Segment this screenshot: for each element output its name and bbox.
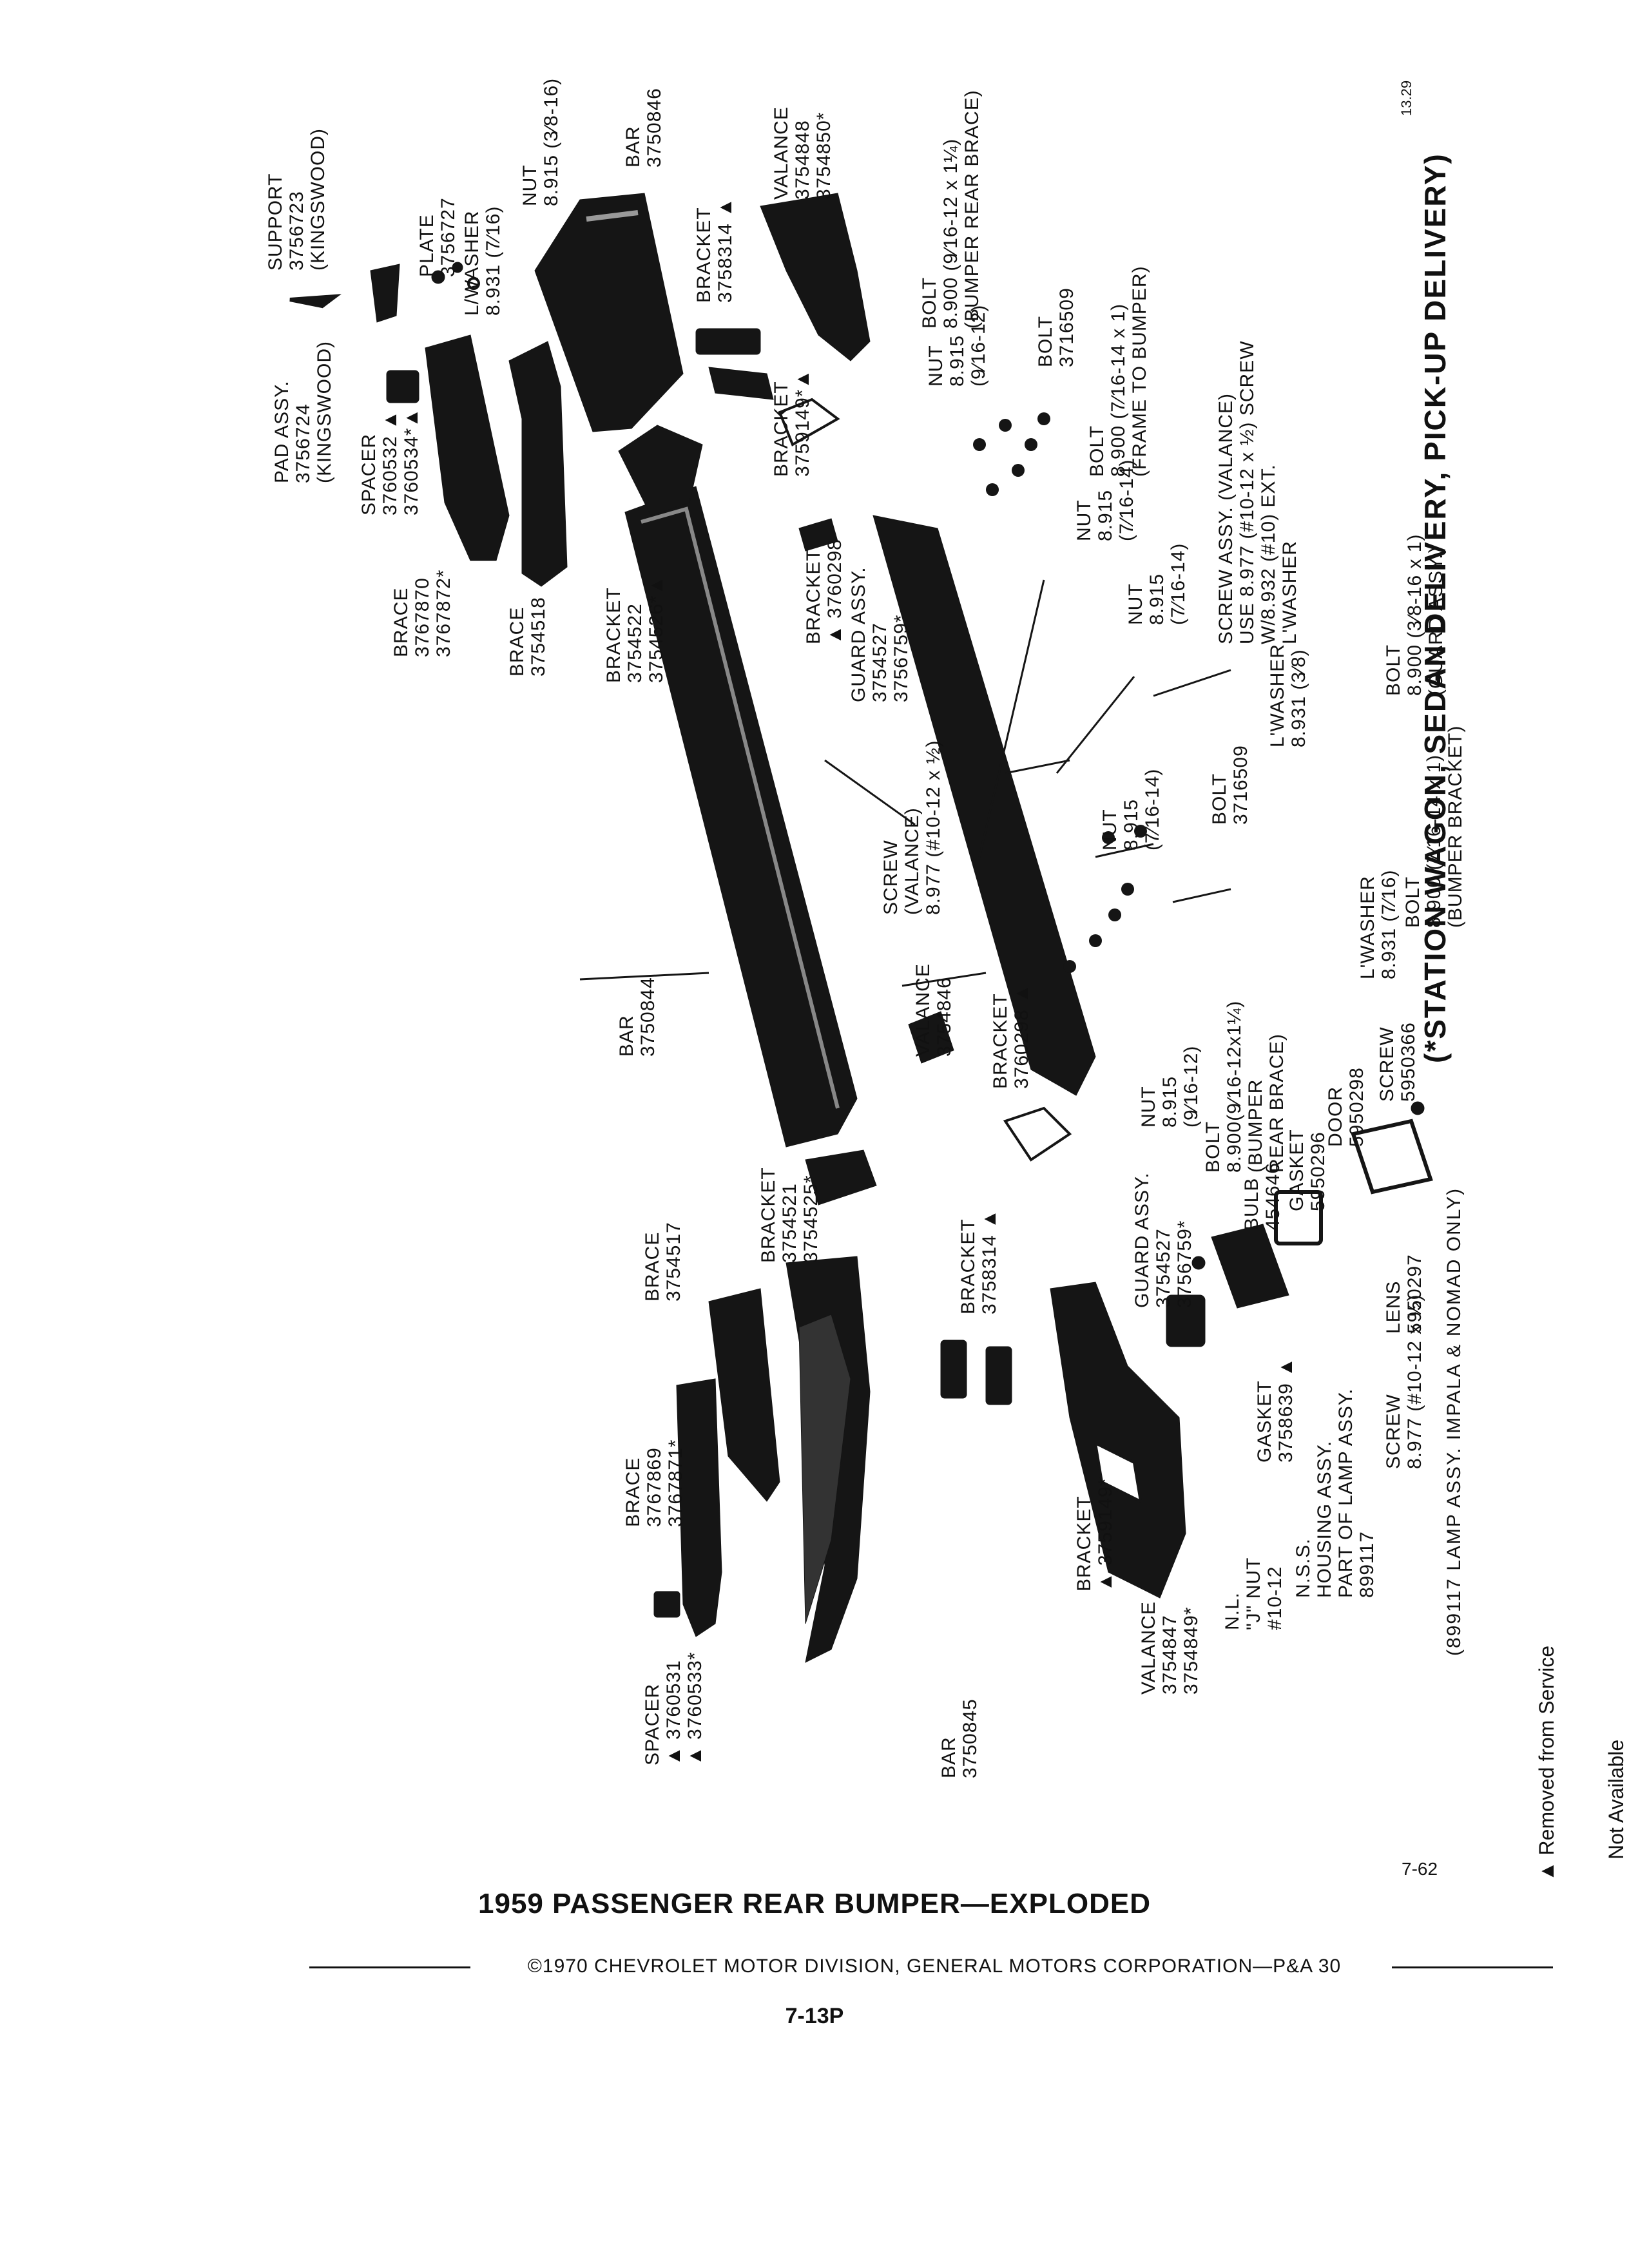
plate-3756727-shape [370,264,400,323]
label-screw-valance-a: SCREW(VALANCE)8.977 (#10-12 x ½) [880,740,944,916]
figure-number: 7-62 [1402,1859,1438,1879]
rule-right [1392,1966,1553,1968]
legend-removed: ▲ Removed from Service [1535,1646,1558,1881]
page-number: 7-13P [785,2004,844,2028]
valance-3754846-shape [872,515,1096,1096]
lamp-gasket-3758639-shape [1166,1294,1206,1347]
legend-not-available: Not Available [1605,1739,1628,1860]
bar-3750845-inner-shape [798,1314,851,1624]
bracket-3758314-lower-shape [940,1340,967,1399]
lamp-lens-shape [1351,1119,1433,1195]
bar-3750846-shape [534,193,684,432]
bracket-3760298-lower-shape [908,1011,954,1064]
valance-3754848-shape [760,193,871,361]
guard-assy-lower-shape [1003,1106,1072,1162]
brace-3767869-shape [676,1378,722,1637]
spacer-3760531-shape [653,1591,680,1618]
spacer-3760532-shape [386,370,419,403]
lamp-door-shape [1274,1190,1323,1245]
label-bracket-3760298-b: BRACKET▲ 3760298 [803,539,845,644]
guard-assy-upper-shape [778,398,840,447]
copyright-line: ©1970 CHEVROLET MOTOR DIVISION, GENERAL … [527,1956,1342,1977]
brace-3767870-shape [425,334,510,561]
label-spacer-front: SPACER▲ 3760531▲ 3760533* [642,1651,706,1766]
label-pad-assy: PAD ASSY.3756724(KINGSWOOD) [271,341,335,483]
brace-3754517-shape [708,1288,780,1502]
rule-left [309,1966,470,1968]
support-3756723-shape [289,294,342,309]
page-title: 1959 PASSENGER REAR BUMPER—EXPLODED [478,1888,1151,1919]
lamp-housing-shape [1211,1224,1289,1309]
corner-number: 13.29 [1398,80,1414,116]
valance-3754847-shape [1050,1282,1186,1599]
label-bracket-3759149-a: BRACKET▲ 3759149* [1074,1477,1116,1592]
bracket-3760298-upper-shape [798,518,838,552]
bracket-3754522-shape [618,425,703,516]
bracket-3758314-upper-shape [695,328,761,355]
legend: ▲ Removed from Service Not Available [1489,1646,1629,1881]
brace-3754518-shape [508,341,568,587]
bracket-3754521-shape [805,1149,877,1206]
